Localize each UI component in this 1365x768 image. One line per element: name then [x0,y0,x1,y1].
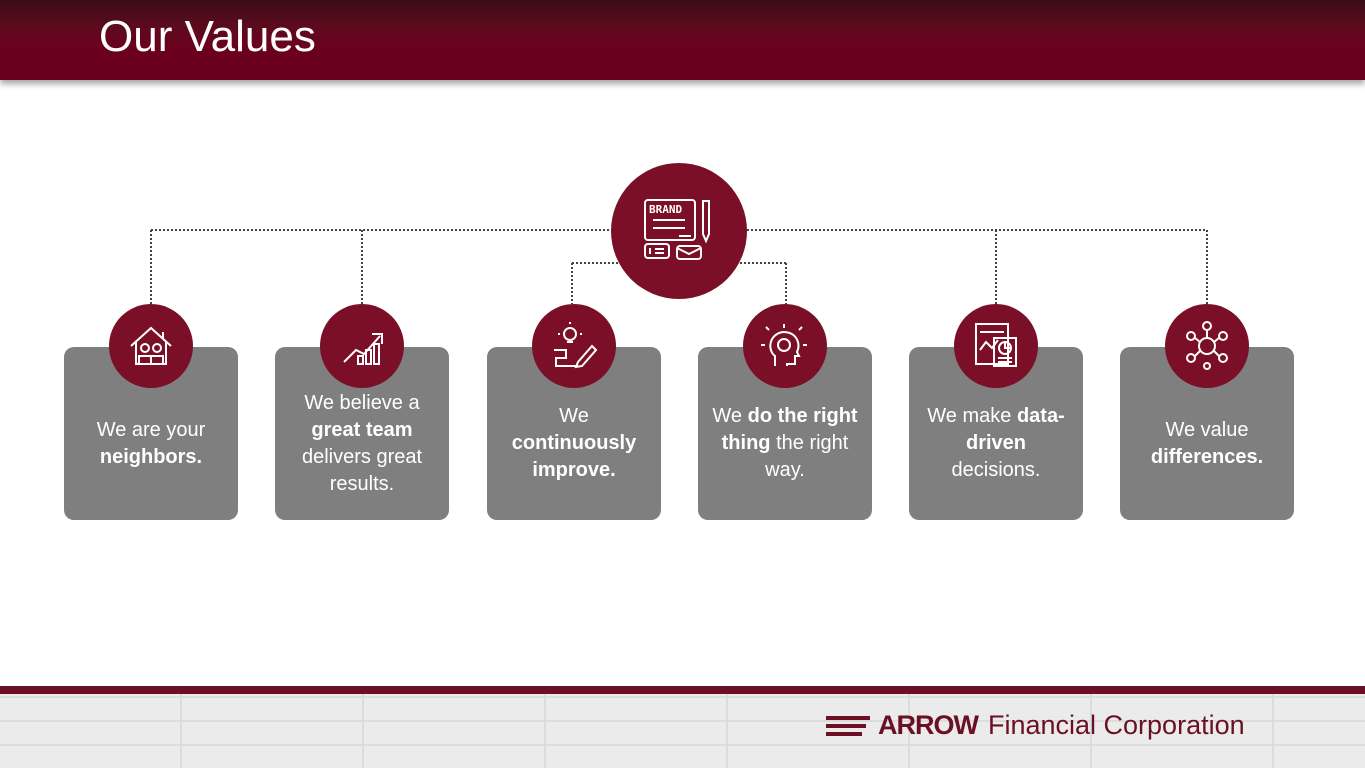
value-icon-circle [954,304,1038,388]
idea-improve-icon [554,322,598,369]
value-icon-circle [109,304,193,388]
value-text-bold: great team [311,418,413,441]
value-text-pre: We make [927,405,1012,427]
value-text-post: delivers great results. [301,445,423,495]
value-text-bold: differences. [1150,445,1264,468]
arrow-logo-icon [826,715,870,736]
value-text-pre: We are your [96,418,206,441]
brand-icon: BRAND [644,199,710,260]
value-text-pre: We [712,405,743,427]
growth-chart-icon [343,333,383,365]
mind-gear-icon [761,324,807,366]
value-card: We believe a great team delivers great r… [275,347,449,520]
value-icon-circle [320,304,404,388]
value-icon-circle [532,304,616,388]
data-report-icon [975,323,1017,367]
value-icon-circle [743,304,827,388]
value-text-pre: We value [1165,418,1249,441]
value-text-bold: neighbors. [99,445,203,468]
value-icon-circle [1165,304,1249,388]
value-text-post: the right way. [765,432,849,481]
page-title: Our Values [99,12,316,61]
brand-icon-circle: BRAND [611,163,747,299]
value-text-bold: data-driven [965,405,1065,454]
value-text-pre: We [559,405,589,427]
value-text-pre: We believe a [304,391,420,414]
svg-text:BRAND: BRAND [649,203,682,216]
network-people-icon [1186,321,1228,370]
logo-company-text: Financial Corporation [987,710,1245,740]
header-bar: Our Values [0,0,1365,80]
neighbors-house-icon [130,326,172,365]
value-text-post: decisions. [951,459,1041,481]
footer-brick-background [0,694,1365,768]
company-logo: ARROW Financial Corporation [826,710,1245,741]
logo-arrow-text: ARROW [878,710,979,740]
value-card: We are your neighbors. [64,347,238,520]
value-text-bold: continuously improve. [511,432,637,481]
footer-divider [0,686,1365,694]
value-text-bold: do the right thing [721,405,858,454]
